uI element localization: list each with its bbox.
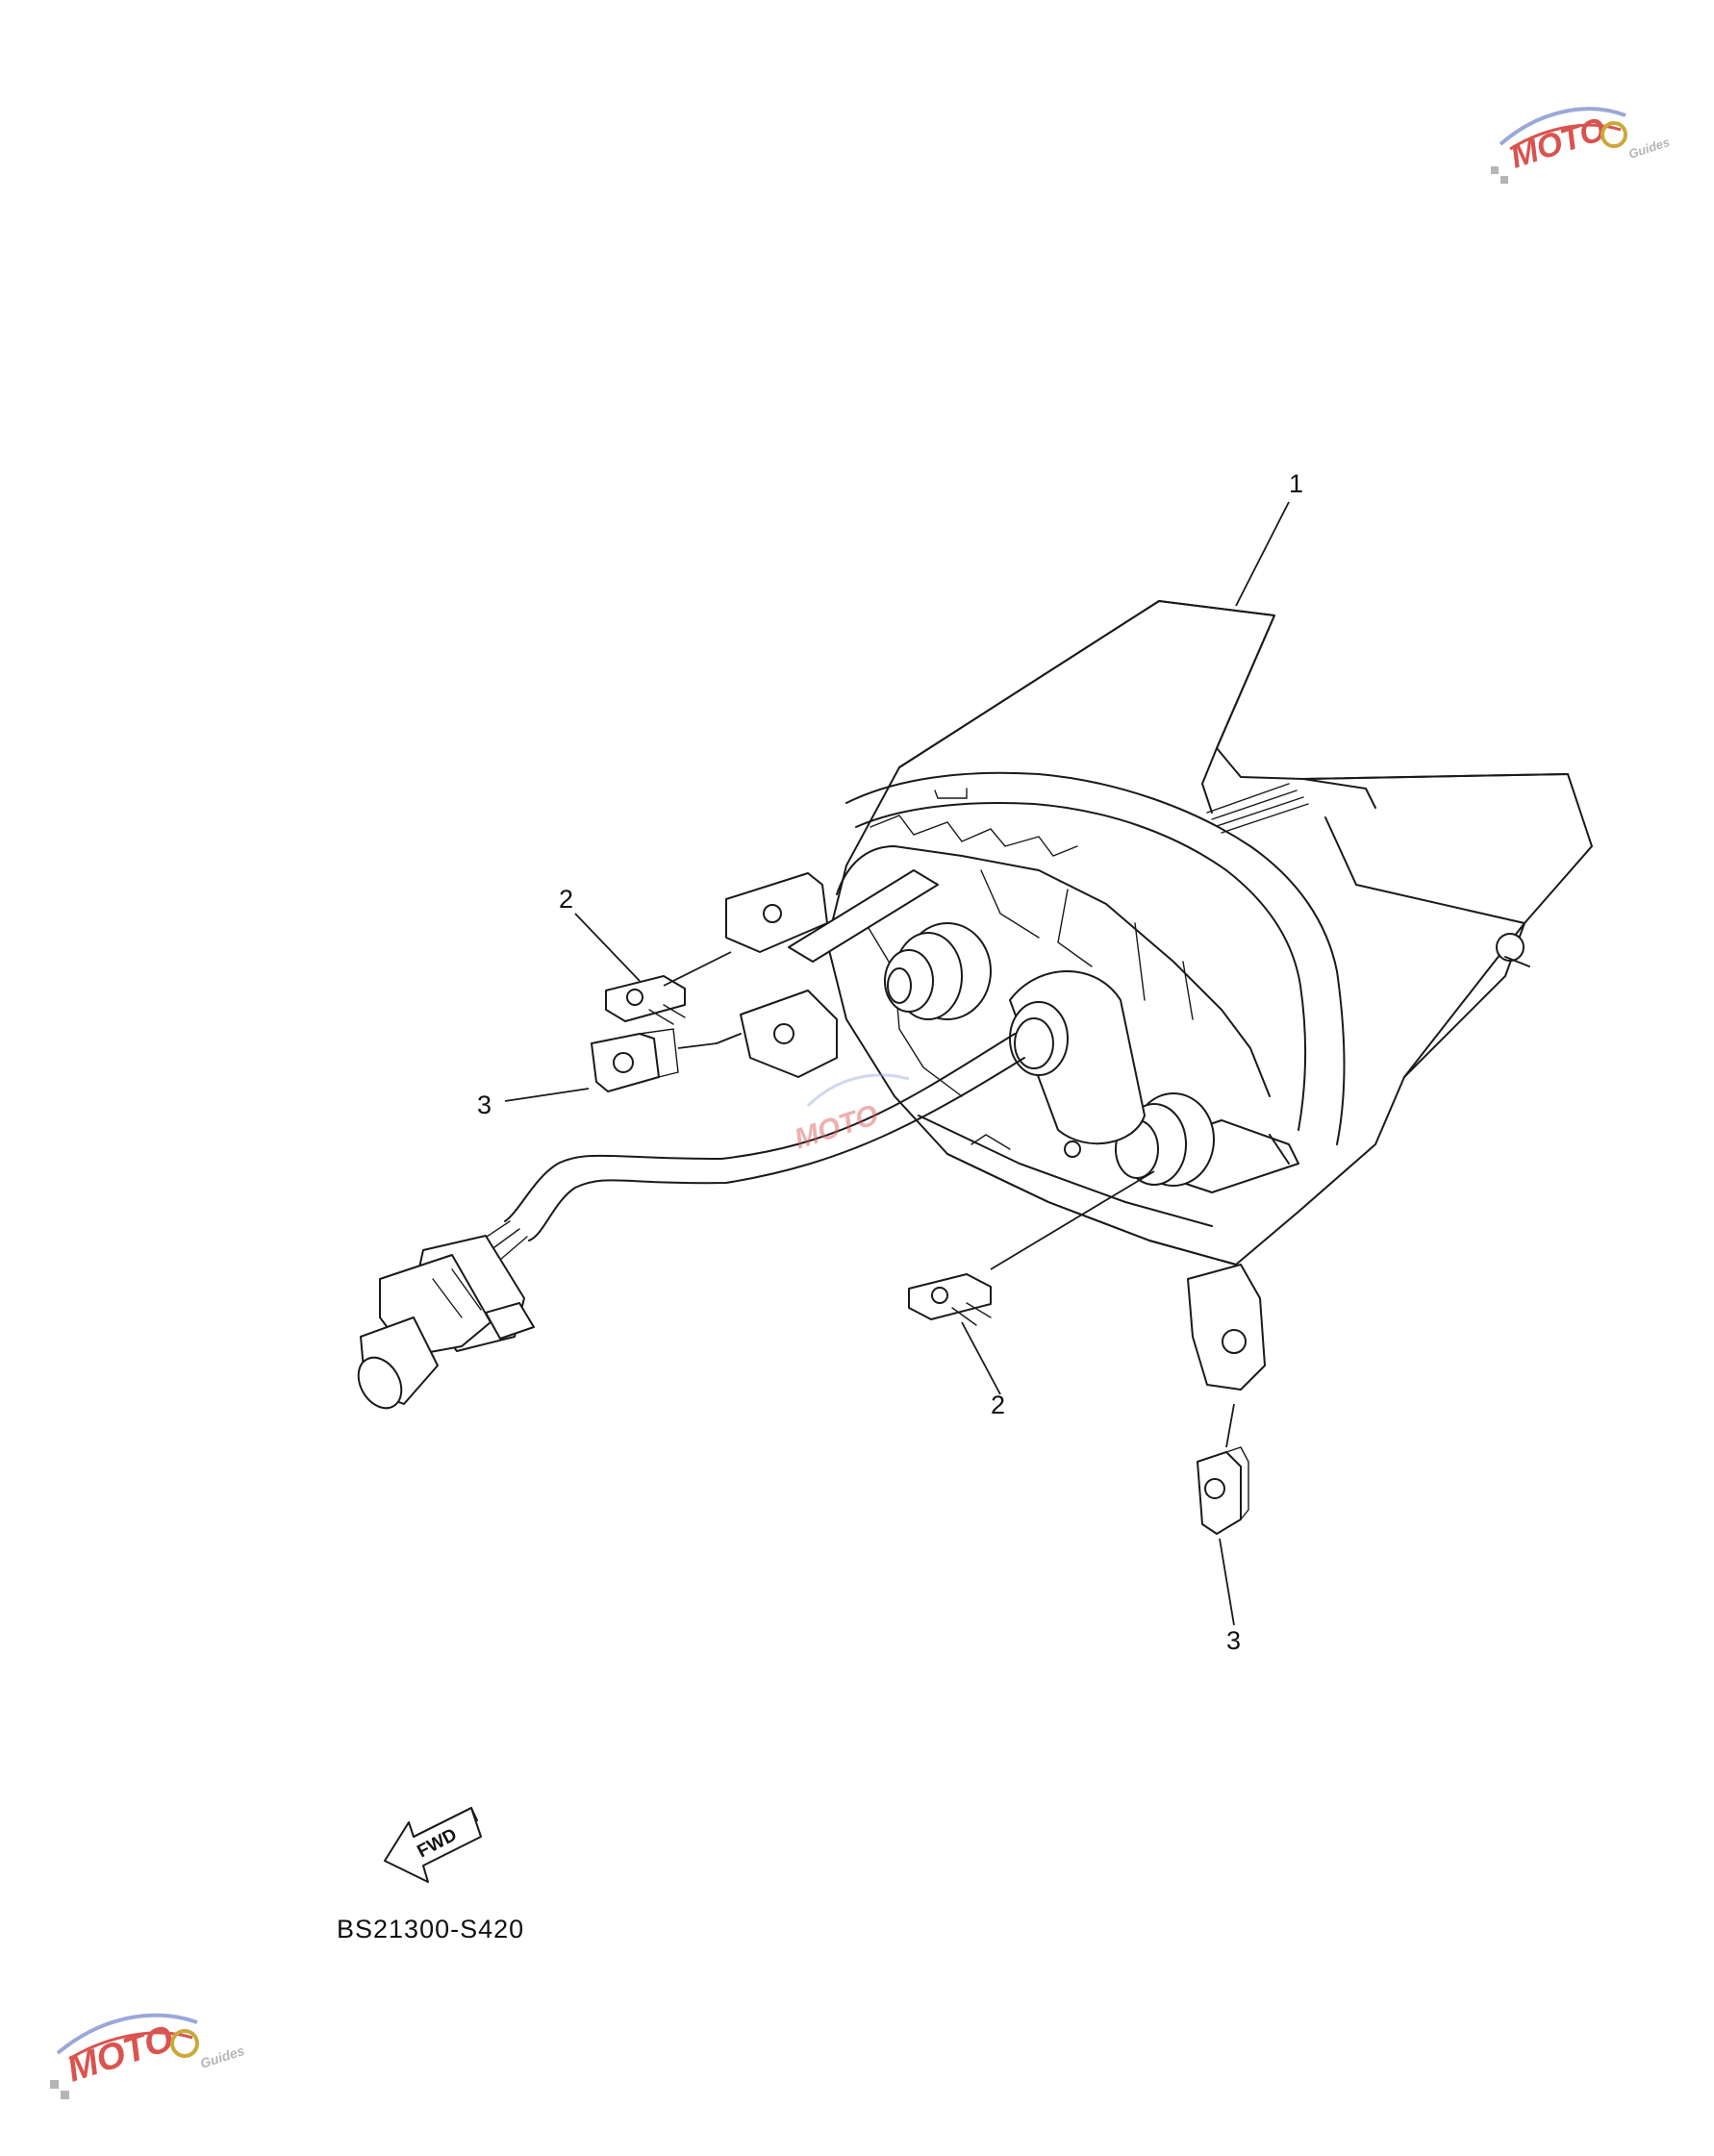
clip-nut-upper xyxy=(605,975,686,1025)
callout-3-right: 3 xyxy=(1226,1626,1241,1655)
callout-2-lower: 2 xyxy=(991,1391,1005,1419)
svg-text:Guides: Guides xyxy=(198,2043,246,2071)
fwd-arrow-icon: FWD xyxy=(384,1807,482,1883)
callout-2-upper: 2 xyxy=(559,885,573,914)
callout-3-left: 3 xyxy=(477,1091,492,1119)
watermark-logo-top: MOTO Guides xyxy=(1491,107,1672,184)
bulb-socket-left xyxy=(884,922,992,1020)
wire-connector xyxy=(357,1235,535,1410)
svg-text:MOTO: MOTO xyxy=(63,2018,179,2091)
svg-text:MOTO: MOTO xyxy=(791,1099,882,1156)
callout-1: 1 xyxy=(1289,469,1303,498)
u-nut-left xyxy=(591,1028,679,1092)
tail-light-assembly xyxy=(357,600,1593,1410)
svg-text:MOTO: MOTO xyxy=(1506,111,1610,175)
clip-nut-lower xyxy=(908,1273,992,1326)
watermark-logo-bottom: MOTO Guides xyxy=(50,2013,246,2099)
svg-text:Guides: Guides xyxy=(1626,135,1672,162)
diagram-code: BS21300-S420 xyxy=(337,1915,524,1943)
u-nut-right xyxy=(1197,1446,1249,1535)
